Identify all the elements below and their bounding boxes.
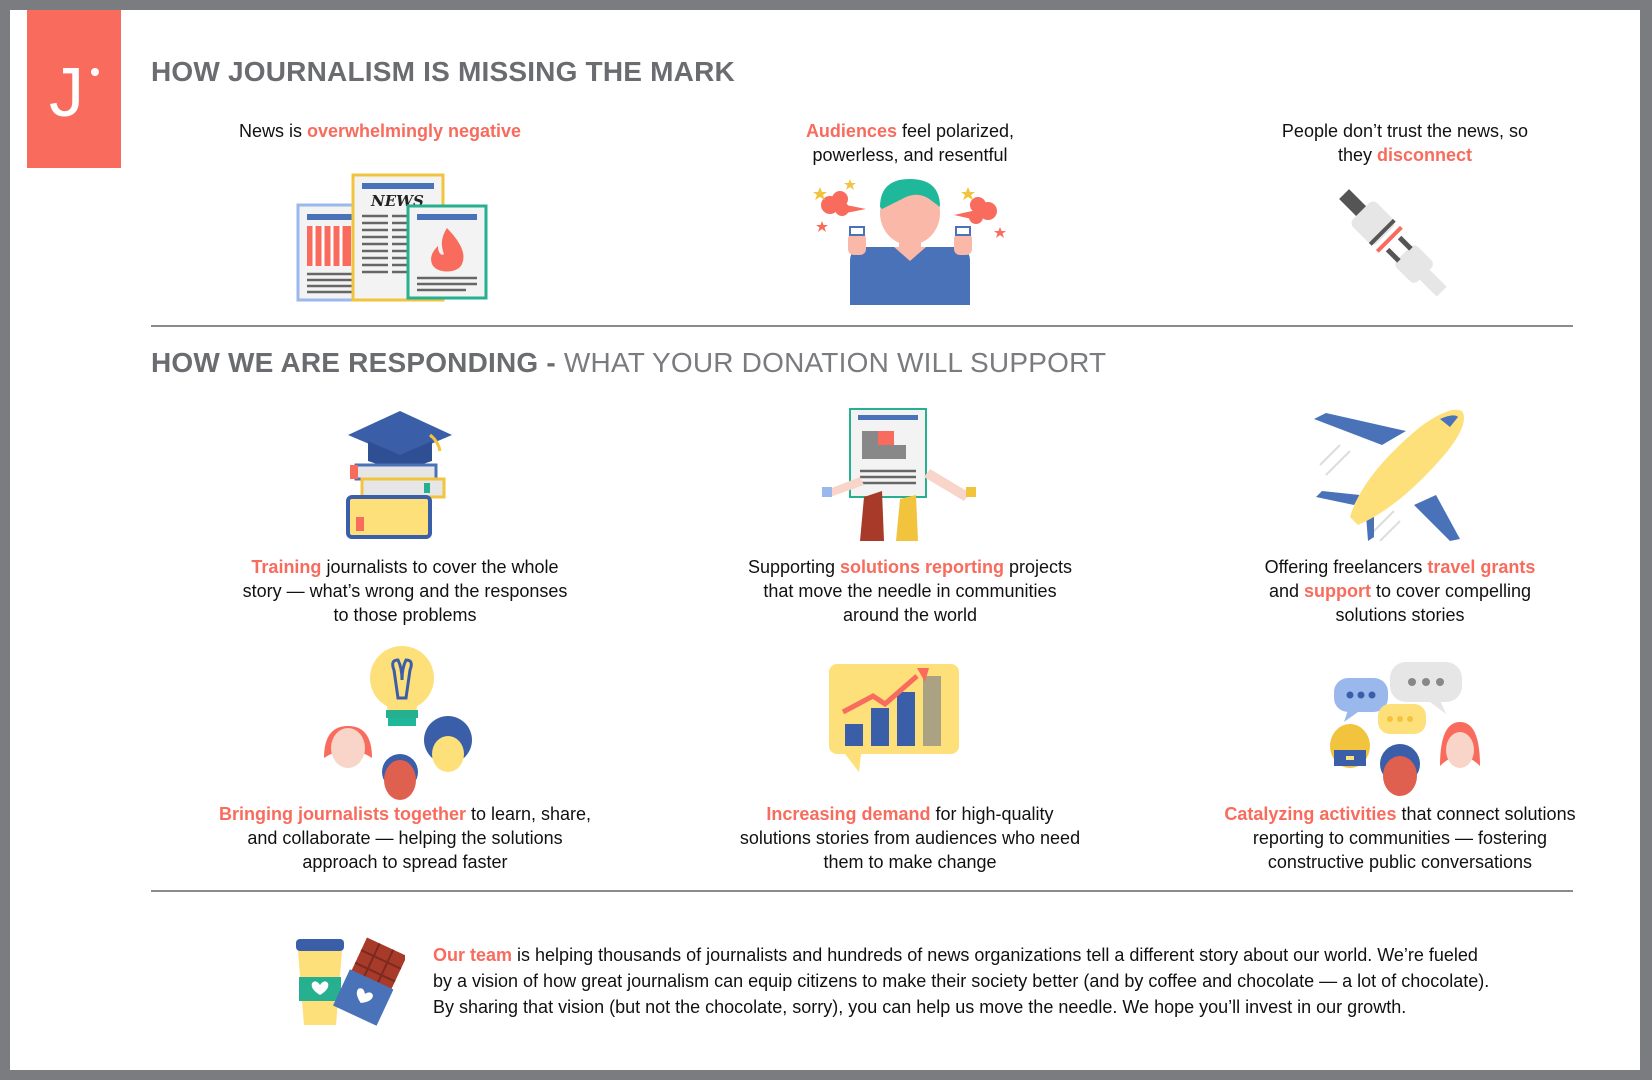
caption-line: them to make change: [700, 850, 1120, 874]
caption-line: and support to cover compelling: [1190, 579, 1610, 603]
caption-line: story — what’s wrong and the responses: [205, 579, 605, 603]
caption-text: People don’t trust the news, so: [1281, 121, 1529, 141]
caption-line: Increasing demand for high-quality: [700, 802, 1120, 826]
caption-text: feel polarized,: [896, 121, 1015, 141]
highlight-text: Bringing journalists together: [218, 804, 466, 824]
caption-text: for high-quality: [930, 804, 1054, 824]
caption-text: solutions stories: [1335, 605, 1465, 625]
team-paragraph: Our team is helping thousands of journal…: [433, 942, 1503, 1020]
highlight-text: disconnect: [1377, 145, 1473, 165]
caption-line: that move the needle in communities: [700, 579, 1120, 603]
caption-text: to cover compelling: [1370, 581, 1532, 601]
responding-caption-4: Bringing journalists together to learn, …: [205, 802, 605, 874]
section-divider: [151, 325, 1573, 327]
caption-text: Supporting: [747, 557, 841, 577]
caption-text: around the world: [842, 605, 978, 625]
caption-text: powerless, and resentful: [812, 145, 1008, 165]
caption-line: by a vision of how great journalism can …: [433, 968, 1503, 994]
caption-text: story — what’s wrong and the responses: [242, 581, 568, 601]
responding-caption-6: Catalyzing activities that connect solut…: [1190, 802, 1610, 874]
highlight-text: solutions reporting: [840, 557, 1005, 577]
caption-line: powerless, and resentful: [730, 143, 1090, 167]
caption-text: they: [1337, 145, 1377, 165]
highlight-text: Catalyzing activities: [1224, 804, 1397, 824]
caption-line: Offering freelancers travel grants: [1190, 555, 1610, 579]
caption-text: by a vision of how great journalism can …: [433, 971, 1490, 991]
section-responding-title: HOW WE ARE RESPONDING - WHAT YOUR DONATI…: [151, 347, 1107, 378]
highlight-text: Audiences: [805, 121, 897, 141]
caption-line: reporting to communities — fostering: [1190, 826, 1610, 850]
caption-text: them to make change: [823, 852, 997, 872]
infographic-page: J HOW JOURNALISM IS MISSING THE MARK New…: [10, 10, 1640, 1070]
graduation-books-icon: [346, 411, 452, 539]
caption-text: solutions stories from audiences who nee…: [739, 828, 1081, 848]
logo: J: [27, 10, 121, 168]
unplugged-icon: [1339, 189, 1447, 297]
caption-line: constructive public conversations: [1190, 850, 1610, 874]
caption-line: solutions stories: [1190, 603, 1610, 627]
caption-line: News is overwhelmingly negative: [210, 119, 550, 143]
caption-text: and: [1268, 581, 1304, 601]
caption-line: Catalyzing activities that connect solut…: [1190, 802, 1610, 826]
missing-caption-2: Audiences feel polarized,powerless, and …: [730, 119, 1090, 167]
caption-text: reporting to communities — fostering: [1252, 828, 1548, 848]
caption-line: Supporting solutions reporting projects: [700, 555, 1120, 579]
caption-line: approach to spread faster: [205, 850, 605, 874]
conversation-people-icon: [1330, 662, 1480, 796]
caption-text: to those problems: [333, 605, 477, 625]
section-missing-title: HOW JOURNALISM IS MISSING THE MARK: [151, 56, 735, 87]
caption-line: Our team is helping thousands of journal…: [433, 942, 1503, 968]
coffee-chocolate-icon: [296, 937, 405, 1026]
highlight-text: Increasing demand: [766, 804, 931, 824]
caption-line: Audiences feel polarized,: [730, 119, 1090, 143]
highlight-text: support: [1303, 581, 1371, 601]
angry-person-icon: [813, 179, 1006, 305]
section-divider: [151, 890, 1573, 892]
logo-mark-icon: J: [49, 53, 99, 131]
caption-line: they disconnect: [1230, 143, 1580, 167]
caption-line: Bringing journalists together to learn, …: [205, 802, 605, 826]
caption-line: solutions stories from audiences who nee…: [700, 826, 1120, 850]
caption-line: to those problems: [205, 603, 605, 627]
lightbulb-people-icon: [324, 646, 472, 800]
caption-text: to learn, share,: [465, 804, 592, 824]
caption-line: By sharing that vision (but not the choc…: [433, 994, 1503, 1020]
highlight-text: travel grants: [1427, 557, 1536, 577]
caption-text: journalists to cover the whole: [321, 557, 559, 577]
highlight-text: Training: [251, 557, 322, 577]
caption-text: approach to spread faster: [302, 852, 508, 872]
puzzle-hands-icon: [822, 408, 976, 541]
caption-text: News is: [238, 121, 307, 141]
caption-text: and collaborate — helping the solutions: [247, 828, 563, 848]
caption-text: constructive public conversations: [1267, 852, 1533, 872]
highlight-text: overwhelmingly negative: [306, 121, 522, 141]
caption-line: Training journalists to cover the whole: [205, 555, 605, 579]
newspapers-icon: NEWS: [296, 173, 488, 302]
svg-text:J: J: [49, 53, 84, 131]
caption-text: that connect solutions: [1396, 804, 1576, 824]
caption-text: projects: [1004, 557, 1073, 577]
caption-text: that move the needle in communities: [763, 581, 1057, 601]
growth-chart-icon: [829, 664, 959, 772]
caption-text: is helping thousands of journalists and …: [512, 945, 1478, 965]
caption-line: People don’t trust the news, so: [1230, 119, 1580, 143]
airplane-icon: [1314, 409, 1464, 542]
highlight-text: Our team: [433, 945, 513, 965]
caption-text: By sharing that vision (but not the choc…: [433, 997, 1407, 1017]
missing-caption-1: News is overwhelmingly negative: [210, 119, 550, 143]
caption-line: around the world: [700, 603, 1120, 627]
caption-text: Offering freelancers: [1264, 557, 1428, 577]
caption-line: and collaborate — helping the solutions: [205, 826, 605, 850]
